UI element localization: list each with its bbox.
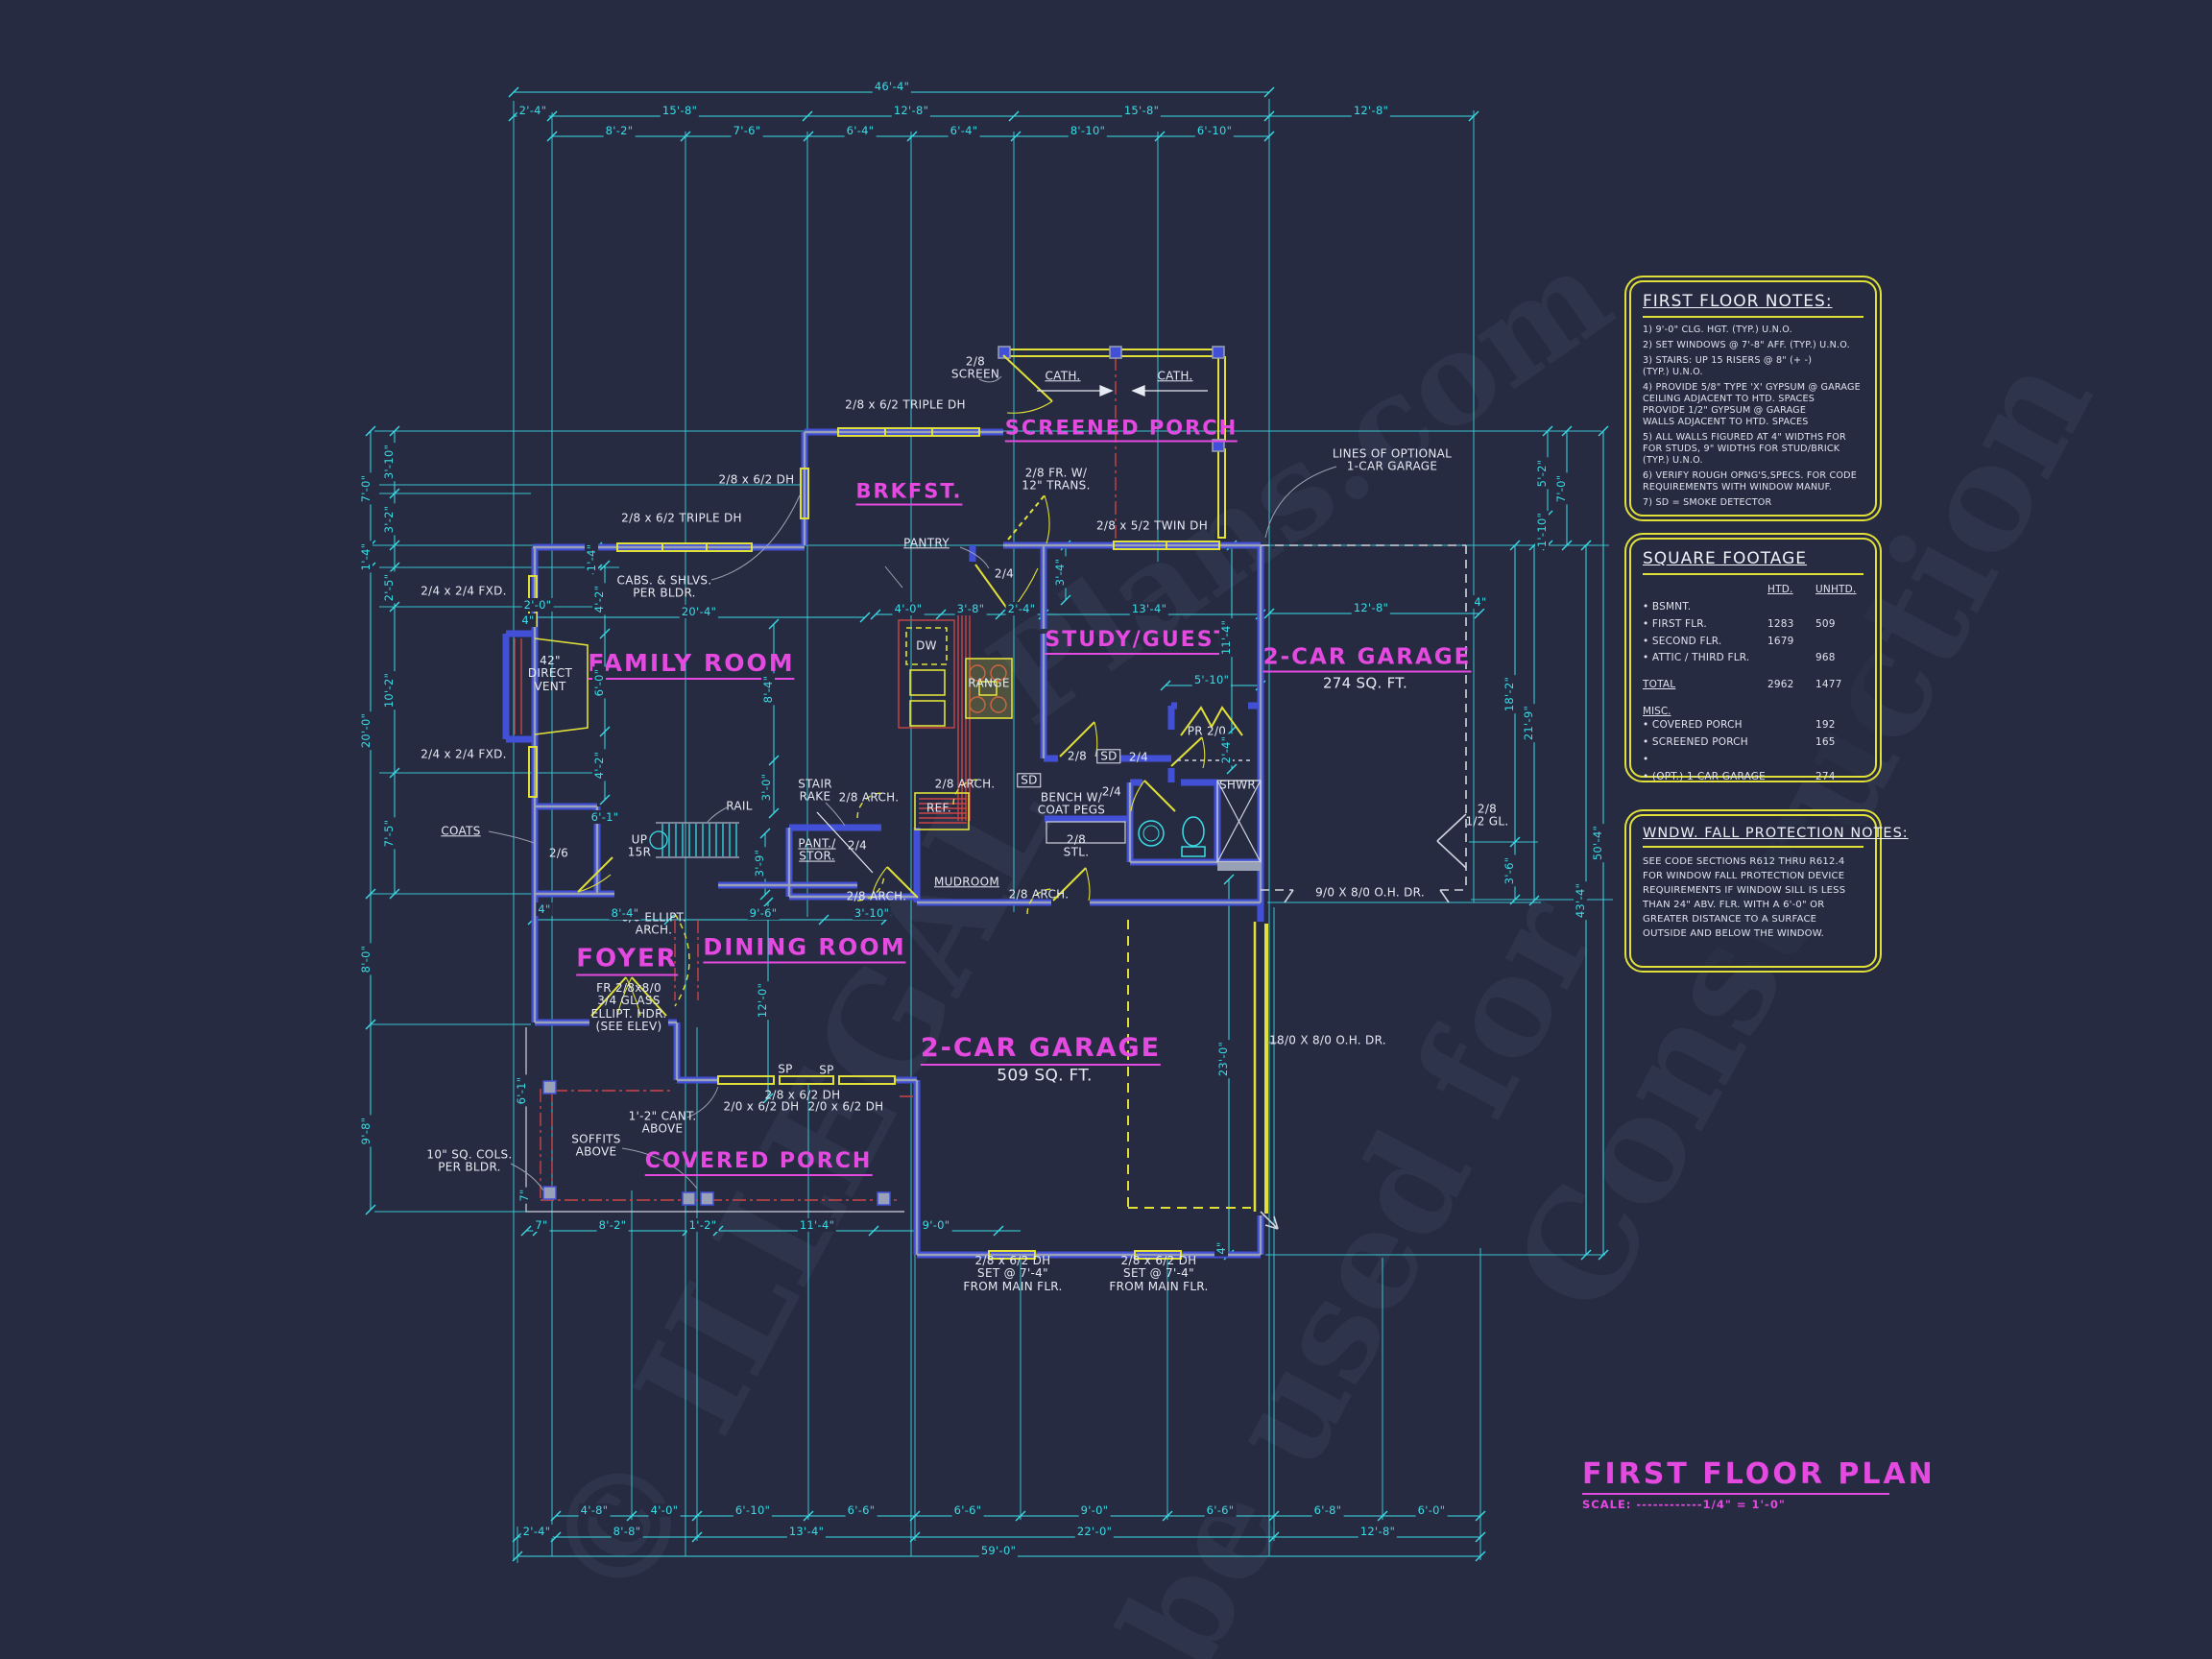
toilet [1182, 816, 1205, 847]
porch-column [877, 1191, 891, 1206]
note-item: 5) ALL WALLS FIGURED AT 4" WIDTHS FOR FO… [1643, 431, 1846, 466]
sheet-scale: SCALE: ------------1/4" = 1'-0" [1582, 1498, 1786, 1511]
appliances [534, 627, 1013, 830]
bath-fixtures [1046, 759, 1262, 871]
first-floor-notes-box: FIRST FLOOR NOTES: 1) 9'-0" CLG. HGT. (T… [1629, 280, 1877, 517]
porch-column [682, 1191, 696, 1206]
kitchen-cabinet-lines [957, 614, 971, 821]
note-item: 6) VERIFY ROUGH OPNG'S,SPECS. FOR CODE R… [1643, 469, 1858, 493]
porch-column [542, 1080, 557, 1094]
fall-protection-title: WNDW. FALL PROTECTION NOTES: [1643, 826, 1908, 848]
extension-lines [370, 99, 1613, 1563]
lavatory [1138, 820, 1165, 847]
porch-column [542, 1186, 557, 1200]
refrigerator-hatch [919, 798, 967, 824]
note-item: 4) PROVIDE 5/8" TYPE 'X' GYPSUM @ GARAGE… [1643, 381, 1861, 427]
square-footage-row: • SECOND FLR.1679 [1643, 635, 1794, 647]
square-footage-row: • ATTIC / THIRD FLR.968 [1643, 652, 1836, 664]
porch-post [1212, 439, 1225, 452]
leader-lines [488, 375, 1337, 1191]
first-floor-notes-list: 1) 9'-0" CLG. HGT. (TYP.) U.N.O. 2) SET W… [1643, 325, 1863, 509]
first-floor-notes-title: FIRST FLOOR NOTES: [1643, 292, 1863, 318]
porch-column [700, 1191, 714, 1206]
garage-soffit-dashed [1127, 920, 1251, 1209]
range-burner [969, 664, 986, 682]
range-burner [969, 696, 986, 713]
porch-post [998, 346, 1011, 359]
cased-arches [674, 779, 1053, 1007]
walls [502, 428, 1264, 1259]
misc-title: MISC. [1643, 706, 1671, 718]
refrigerator [914, 792, 970, 830]
range [965, 658, 1013, 719]
fireplace [534, 637, 589, 735]
overhead-dash-dot-lines [540, 357, 1117, 1202]
screened-porch-walls [998, 346, 1226, 539]
bench [1046, 821, 1126, 844]
half-glass-door [1436, 813, 1467, 869]
kitchen-and-red-details [514, 357, 1117, 1202]
corner-arrow [1260, 1211, 1279, 1230]
windows [528, 427, 1220, 1260]
fall-protection-box: WNDW. FALL PROTECTION NOTES: SEE CODE SE… [1629, 814, 1908, 968]
square-footage-box: SQUARE FOOTAGE HTD.UNHTD. • BSMNT. • FIRST… [1629, 538, 1877, 782]
dishwasher [905, 627, 948, 665]
note-item: 7) SD = SMOKE DETECTOR [1643, 496, 1772, 508]
optional-garage [1260, 544, 1467, 1230]
covered-porch-outline [525, 1027, 904, 1213]
stair-rake-line [816, 811, 874, 874]
range-burner [990, 664, 1007, 682]
fall-protection-body: SEE CODE SECTIONS R612 THRU R612.4 FOR W… [1643, 856, 1846, 939]
note-item: 1) 9'-0" CLG. HGT. (TYP.) U.N.O. [1643, 325, 1792, 335]
sheet-title-block: FIRST FLOOR PLAN SCALE: ------------1/4"… [1582, 1457, 1933, 1511]
door-leaves [577, 354, 1203, 1017]
doors [577, 354, 1268, 1214]
note-item: 2) SET WINDOWS @ 7'-8" AFF. (TYP.) U.N.O… [1643, 339, 1850, 350]
square-footage-title: SQUARE FOOTAGE [1643, 549, 1863, 575]
stairs [649, 811, 874, 874]
note-item: 3) STAIRS: UP 15 RISERS @ 8" (+ -) (TYP.… [1643, 354, 1813, 377]
porch-post [1212, 346, 1225, 359]
fireplace-flue-lines [514, 638, 522, 734]
square-footage-row: • BSMNT. [1643, 600, 1692, 613]
square-footage-row: • [1643, 753, 1649, 765]
square-footage-row: HTD.UNHTD. [1767, 584, 1857, 595]
range-burner [990, 696, 1007, 713]
porch-post [1109, 346, 1122, 359]
sheet-title: FIRST FLOOR PLAN [1582, 1457, 1933, 1495]
cath-arrows [1037, 385, 1208, 397]
kitchen-island [898, 619, 955, 729]
bifold-doors [1180, 706, 1243, 736]
